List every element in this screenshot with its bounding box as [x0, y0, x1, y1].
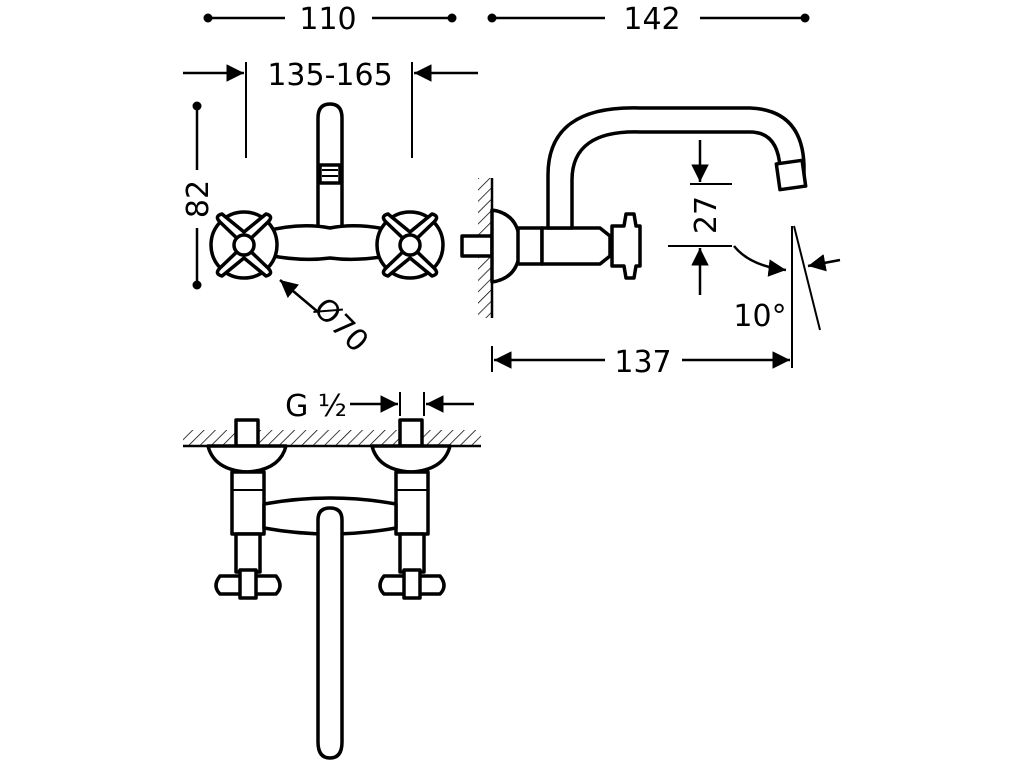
dimension-g-half-label: G ½ [285, 389, 347, 424]
dimension-diameter-70-label: Ø70 [306, 291, 374, 359]
dimension-27: 27 [668, 140, 732, 295]
left-handle-front [209, 210, 279, 280]
dimension-135-165-label: 135-165 [267, 58, 392, 93]
dimension-82: 82 [181, 101, 216, 290]
dimension-110: 110 [203, 2, 457, 37]
dimension-137-label: 137 [614, 345, 671, 380]
faucet-side-view [460, 106, 808, 284]
wall-bottom-view [183, 430, 481, 448]
right-handle-front [375, 210, 445, 280]
dimension-82-label: 82 [181, 180, 216, 218]
dimension-g-half: G ½ [285, 389, 474, 424]
dimension-angle-10: 10° [733, 225, 841, 368]
dimension-27-label: 27 [689, 196, 724, 234]
dimension-142-label: 142 [623, 2, 680, 37]
dimension-137: 137 [491, 345, 790, 380]
faucet-bottom-view [206, 418, 452, 760]
dimension-110-label: 110 [299, 2, 356, 37]
dimension-diameter-70: Ø70 [279, 279, 375, 360]
faucet-front-view [209, 102, 445, 280]
dimension-angle-10-label: 10° [733, 299, 786, 334]
dimension-135-165: 135-165 [183, 58, 478, 158]
dimension-142: 142 [487, 2, 810, 37]
